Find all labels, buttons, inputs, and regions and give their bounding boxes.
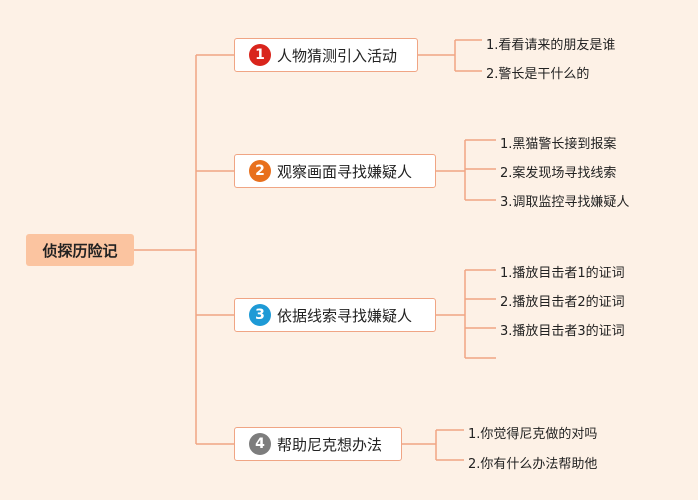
branch-3-leaf-2: 2.播放目击者2的证词 xyxy=(500,295,625,310)
branch-1-label: 人物猜测引入活动 xyxy=(277,46,398,65)
branch-3[interactable]: 3 依据线索寻找嫌疑人 xyxy=(234,298,436,332)
number-badge-4: 4 xyxy=(249,433,271,455)
branch-1-leaf-2: 2.警长是干什么的 xyxy=(486,67,590,82)
number-badge-2: 2 xyxy=(249,160,271,182)
branch-3-leaf-3: 3.播放目击者3的证词 xyxy=(500,324,625,339)
branch-4-leaf-2: 2.你有什么办法帮助他 xyxy=(468,457,598,472)
root-label: 侦探历险记 xyxy=(42,241,118,260)
branch-2-label: 观察画面寻找嫌疑人 xyxy=(277,162,413,181)
branch-3-leaf-1: 1.播放目击者1的证词 xyxy=(500,266,625,281)
branch-4-leaf-1: 1.你觉得尼克做的对吗 xyxy=(468,427,598,442)
number-badge-3: 3 xyxy=(249,304,271,326)
branch-4[interactable]: 4 帮助尼克想办法 xyxy=(234,427,402,461)
branch-2[interactable]: 2 观察画面寻找嫌疑人 xyxy=(234,154,436,188)
branch-3-label: 依据线索寻找嫌疑人 xyxy=(277,306,413,325)
branch-2-leaf-3: 3.调取监控寻找嫌疑人 xyxy=(500,195,630,210)
branch-1-leaf-1: 1.看看请来的朋友是谁 xyxy=(486,38,616,53)
branch-1[interactable]: 1 人物猜测引入活动 xyxy=(234,38,418,72)
number-badge-1: 1 xyxy=(249,44,271,66)
branch-2-leaf-2: 2.案发现场寻找线索 xyxy=(500,166,617,181)
root-node[interactable]: 侦探历险记 xyxy=(26,234,134,266)
branch-4-label: 帮助尼克想办法 xyxy=(277,435,383,454)
branch-2-leaf-1: 1.黑猫警长接到报案 xyxy=(500,137,617,152)
